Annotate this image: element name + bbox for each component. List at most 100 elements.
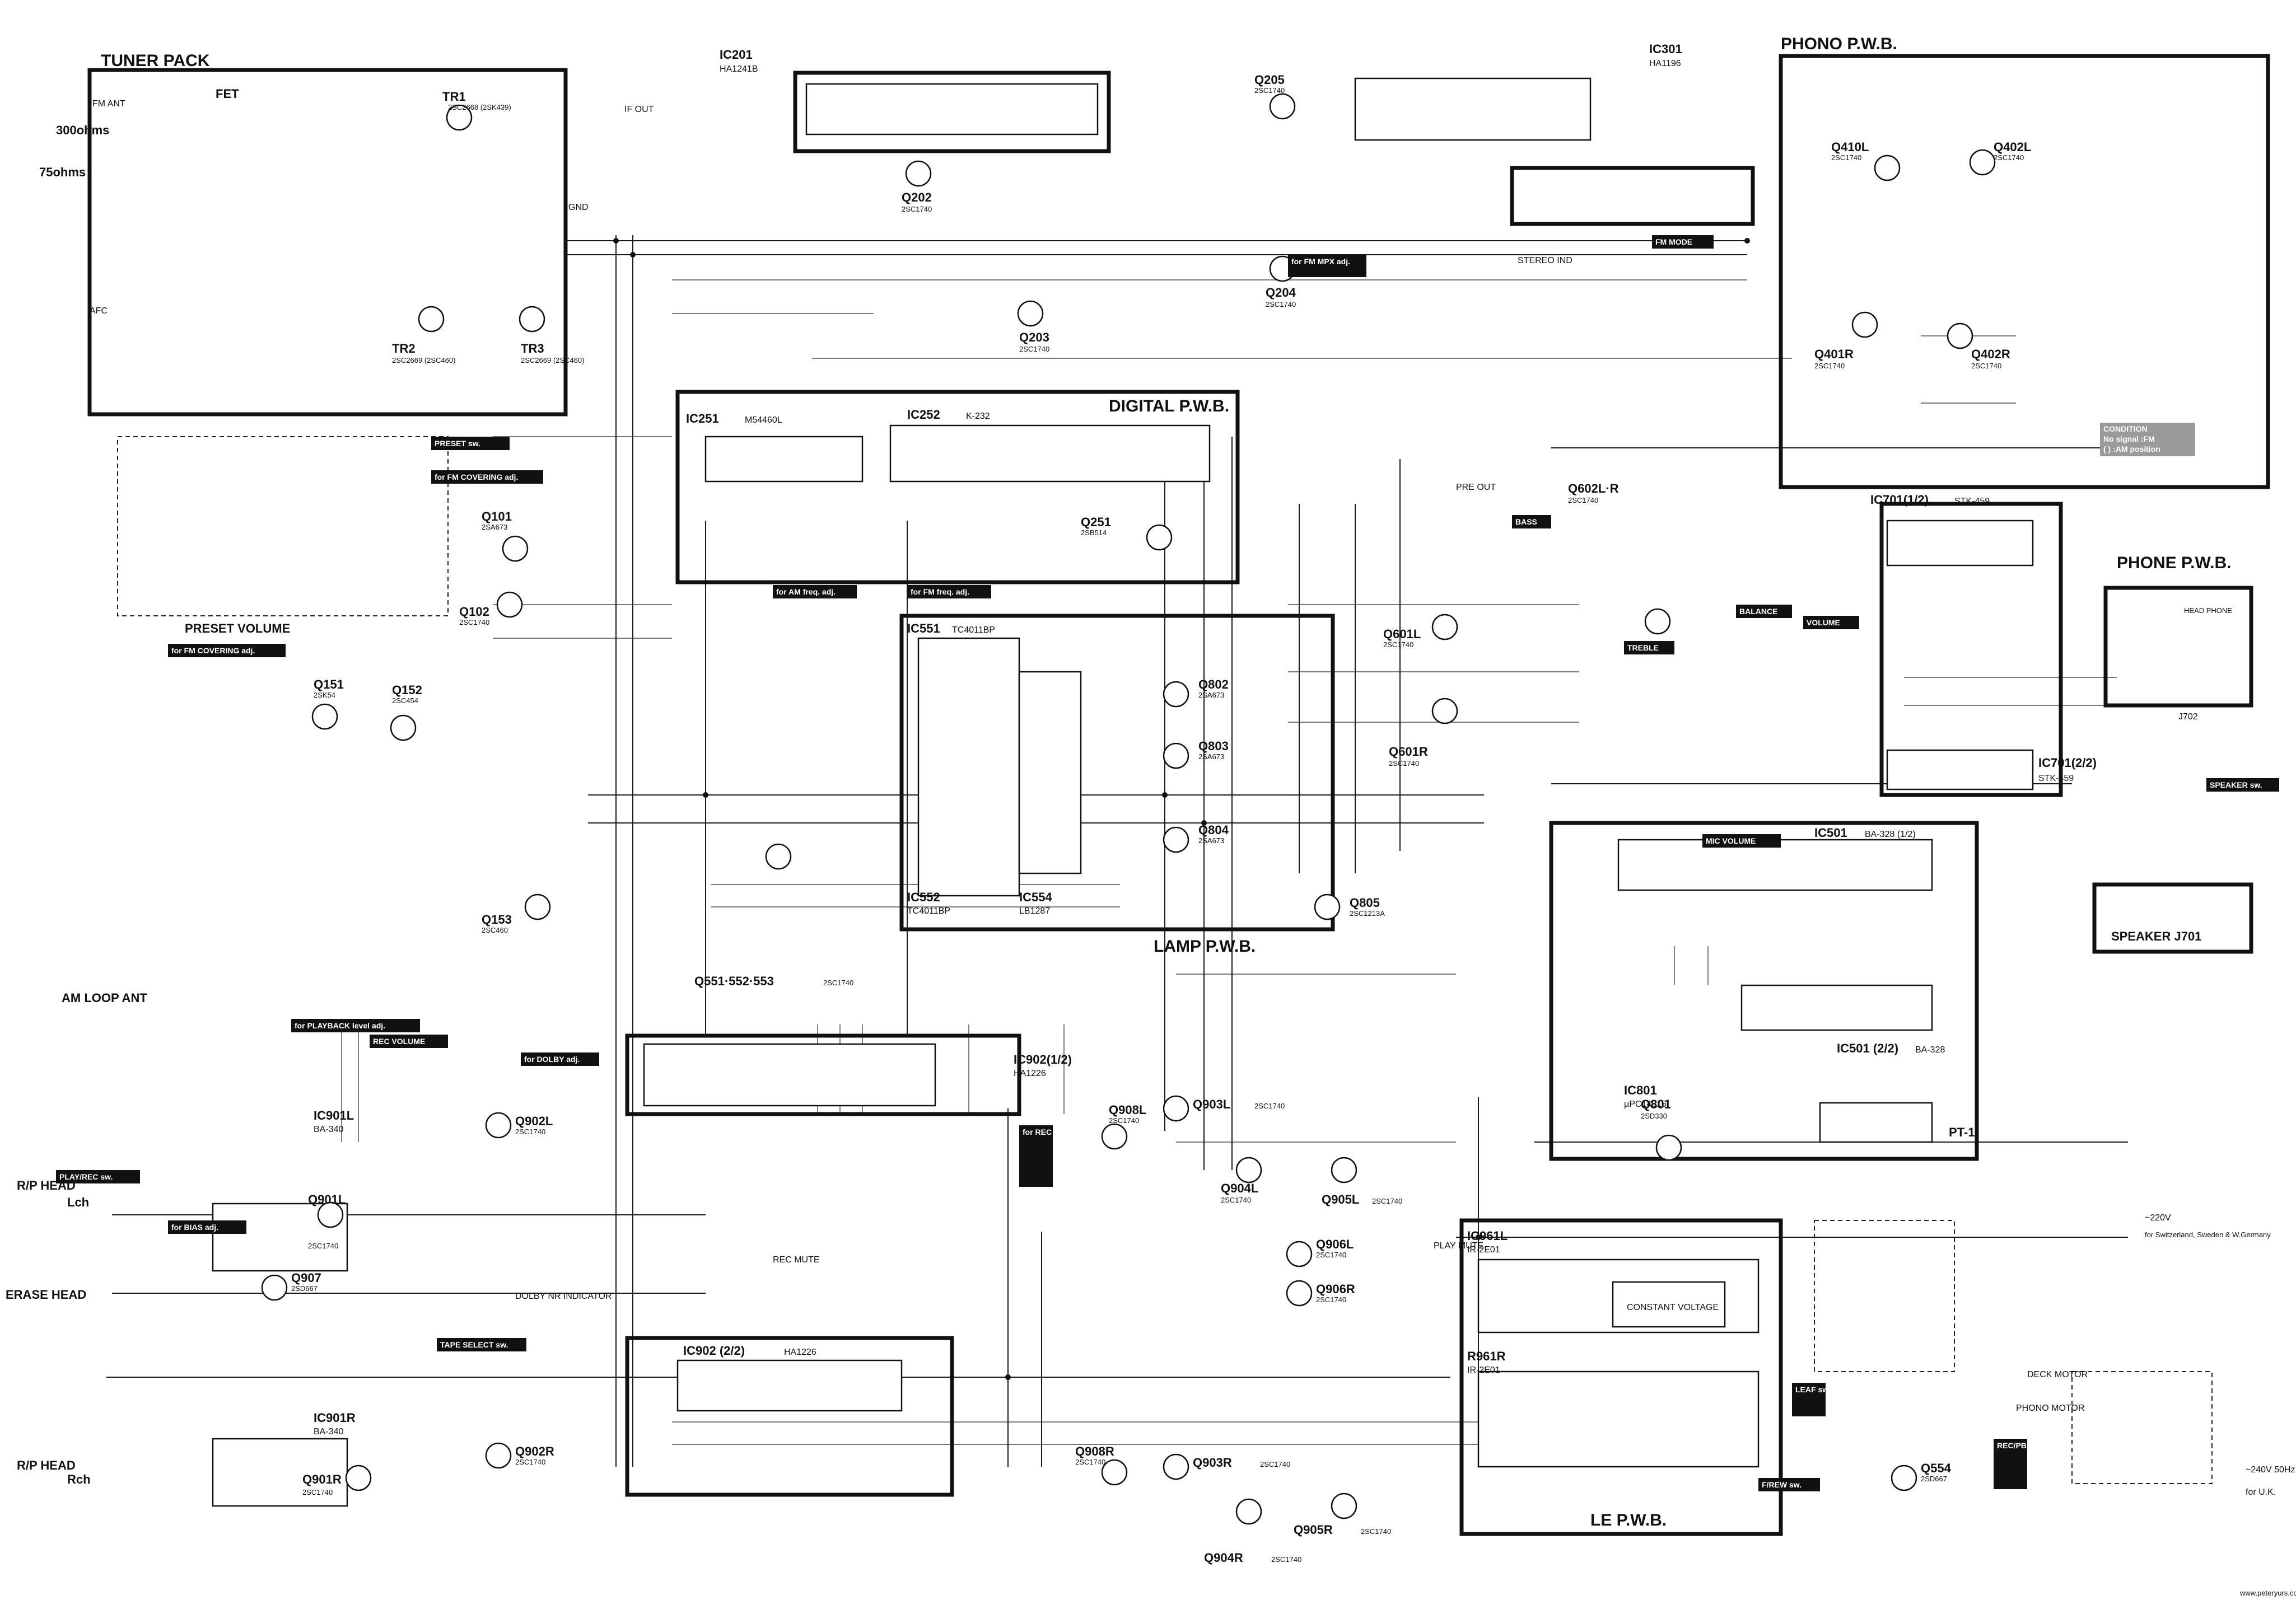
transistor-part: 2SC1740 [1971,362,2001,370]
input-label: 300ohms [56,123,109,137]
transistor-id: Q906L [1316,1237,1354,1251]
transistor-part: 2SC1740 [1994,153,2024,162]
tag-box [1512,515,1551,528]
ic-id: IC902 (2/2) [683,1344,745,1358]
ic-id: IC201 [720,48,753,62]
transistor-symbol [485,1112,512,1139]
transistor-part: 2SC2669 (2SC460) [392,356,455,364]
tag-text: for FM freq. adj. [911,587,969,596]
ic501b-chip [1740,984,1933,1031]
tag-box [1702,834,1781,848]
transistor-symbol [1163,742,1189,769]
fet-label: FET [216,87,239,101]
input-label: ERASE HEAD [6,1288,86,1302]
ic-part: HA1241B [720,64,758,74]
tag-text: for PLAYBACK level adj. [295,1021,385,1030]
sweden-label: for Switzerland, Sweden & W.Germany [2145,1231,2271,1239]
transistor-symbol [1163,1095,1189,1122]
transistor-part: 2SC2668 (2SK439) [448,103,511,111]
board-title-tuner: TUNER PACK [101,52,210,70]
tag-text: for BIAS adj. [171,1223,218,1232]
transistor-id: Q554 [1921,1461,1952,1475]
digital-pwb-board [675,390,1240,584]
tag-box [437,1338,526,1351]
board-title-le: LE P.W.B. [1590,1511,1667,1529]
ic-id: IC902(1/2) [1014,1052,1072,1066]
ic501a-chip [1617,839,1933,891]
tag-text: REC/PB sw. [1997,1441,2041,1450]
tag-box [291,1019,420,1032]
pt1-uk-area [2071,1371,2213,1484]
tag-box [56,1170,140,1183]
transistor-id: Q908L [1109,1103,1146,1117]
speaker-j701-label: SPEAKER J701 [2111,929,2201,943]
transistor-symbol [1431,614,1458,640]
ic-id: IC701(2/2) [2038,756,2097,770]
transistor-part: 2SC1740 [1383,640,1413,649]
ic-part: BA-328 (1/2) [1865,830,1916,839]
tag-text: BALANCE [1739,607,1777,616]
tag-box [431,470,543,484]
transistor-id: Q908R [1075,1444,1114,1458]
transistor-id: Q551·552·553 [694,974,774,988]
ic-part: HA1196 [1649,59,1681,68]
tag-text: for DOLBY adj. [524,1055,580,1064]
transistor-symbol [485,1442,512,1469]
tag-text: PRESET sw. [435,439,480,448]
ic901r-chip [212,1438,348,1507]
transistor-id: Q805 [1350,896,1380,910]
transistor-id: TR2 [392,341,416,355]
tuner-pack-board [87,68,568,417]
tag-text: TREBLE [1627,643,1659,652]
tag-text: for FM COVERING adj. [435,472,518,481]
board-title-phono: PHONO P.W.B. [1781,35,1897,53]
ic501-mic-board [1549,821,1979,1161]
deck-motor-label: DECK MOTOR [2027,1370,2088,1379]
preset-volume-label: PRESET VOLUME [185,621,290,635]
transistor-symbol [317,1201,344,1228]
transistor-symbol [1101,1123,1128,1150]
transistor-id: Q902R [515,1444,554,1458]
transistor-symbol [1146,524,1173,551]
transistor-id: Q204 [1266,286,1296,300]
ic-id: IC552 [907,890,940,904]
transistor-part: 2SC1740 [1109,1116,1139,1125]
transistor-part: 2SB514 [1081,528,1107,537]
tag-text: PLAY/REC sw. [59,1172,113,1181]
transistor-id: Q401R [1814,347,1854,361]
ic-part: M54460L [745,415,782,425]
input-label: FM ANT [92,99,125,109]
transistor-symbol [905,160,932,187]
transistor-symbol [1431,698,1458,724]
transistor-symbol [502,535,529,562]
j702-label: J702 [2178,712,2198,722]
ic-id: IC801 [1624,1083,1657,1097]
wiring-bus [106,235,2128,1467]
ic554-chip [1018,671,1082,874]
input-label: Lch [67,1195,89,1209]
ic201-if-block [793,71,1111,153]
transistor-part: 2SC1740 [515,1128,545,1136]
transistor-part: 2SA673 [1198,836,1224,845]
transistor-symbol [1163,681,1189,708]
transistor-symbol [1269,93,1296,120]
transistor-id: Q903R [1193,1456,1232,1470]
transistor-id: Q901L [308,1192,346,1206]
transistor-id: Q205 [1254,73,1285,87]
watermark: www.peteryurs.com [2239,1589,2296,1597]
transistor-id: Q905L [1322,1192,1359,1206]
condition-title: CONDITION [2103,424,2148,433]
transistor-id: Q901R [302,1472,342,1486]
tag-box [1792,1383,1826,1416]
ic551-552-chip [917,637,1020,897]
transistor-id: Q601R [1389,745,1428,759]
ic-part: TC4011BP [952,625,995,635]
phono-motor-label: PHONO MOTOR [2016,1403,2084,1413]
tag-box [431,437,510,450]
ic-id: IC901L [314,1108,354,1122]
transistor-id: TR3 [521,341,544,355]
ic-part: STK-459 [2038,774,2074,783]
transistor-symbol [524,893,551,920]
ic301-chip [1354,77,1592,141]
ic-id: IC961L [1467,1229,1508,1243]
